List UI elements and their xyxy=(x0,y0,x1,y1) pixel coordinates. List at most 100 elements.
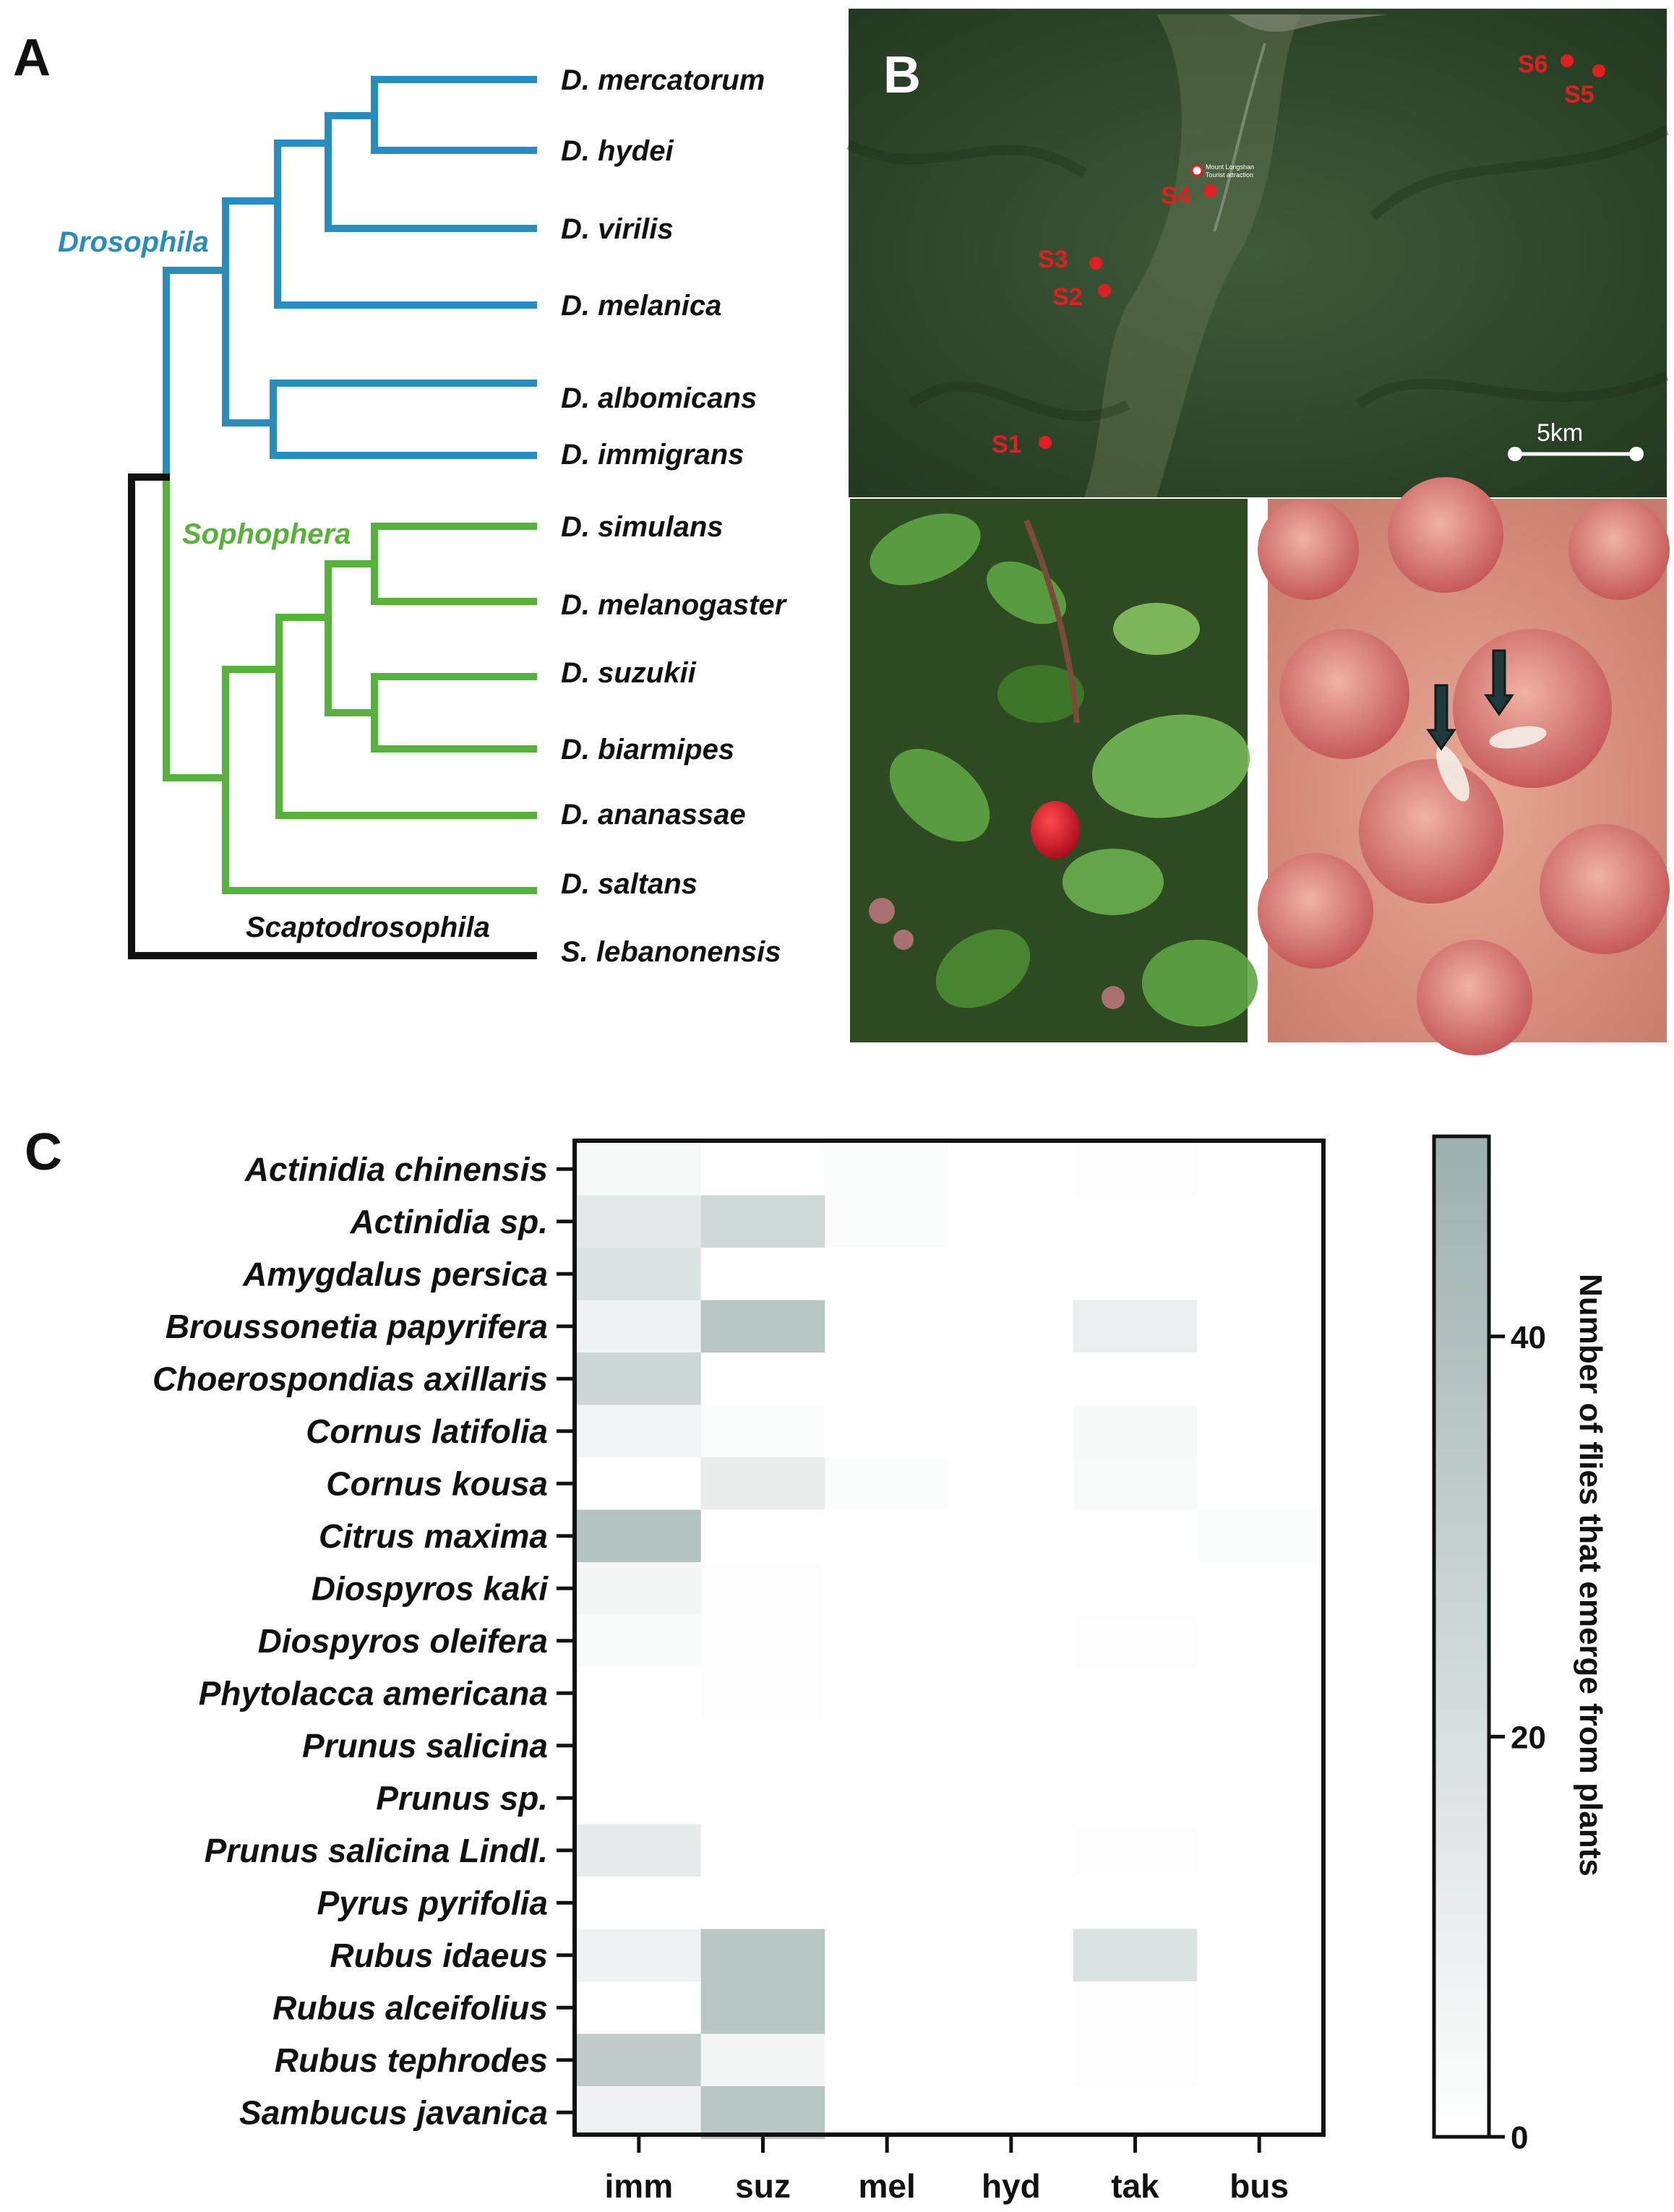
y-tick-label: Rubus alceifolius xyxy=(272,1989,548,2026)
plant-stem xyxy=(1023,519,1080,724)
heatmap-cell xyxy=(700,1719,825,1772)
heatmap-cell xyxy=(1197,2086,1322,2140)
heatmap-cell xyxy=(825,1719,950,1772)
heatmap-cell xyxy=(825,1509,950,1563)
branch-saltans-node xyxy=(222,666,537,894)
site-marker-s1 xyxy=(1039,436,1052,449)
heatmap-cell xyxy=(825,1143,950,1196)
site-markers: S1 S2 S3 S4 S5 S6 xyxy=(992,51,1605,458)
satellite-map: Mount Longshan Tourist attraction S1 S2 … xyxy=(846,9,1670,497)
heatmap-cell xyxy=(949,1353,1074,1406)
heatmap-cell xyxy=(825,2086,950,2140)
heatmap-cell xyxy=(577,1667,702,1720)
heatmap-cell xyxy=(949,1719,1074,1772)
clade-label-drosophila: Drosophila xyxy=(58,226,209,258)
heatmap-cell xyxy=(700,1981,825,2035)
site-label-s2: S2 xyxy=(1052,283,1083,311)
y-tick-label: Broussonetia papyrifera xyxy=(166,1308,548,1345)
sophophera-branches xyxy=(163,473,537,894)
heatmap-cell xyxy=(1197,1614,1322,1668)
heatmap-cell xyxy=(700,1353,825,1406)
x-tick-label: tak xyxy=(1111,2167,1159,2205)
heatmap-cell xyxy=(700,1300,825,1353)
heatmap-cell xyxy=(1073,1981,1198,2035)
y-tick-label: Sambucus javanica xyxy=(239,2093,548,2131)
site-label-s6: S6 xyxy=(1518,51,1548,78)
heatmap-frame xyxy=(572,1139,1326,2137)
x-tick-label: bus xyxy=(1229,2167,1289,2205)
panel-label-a: A xyxy=(13,29,51,87)
branch-root xyxy=(128,473,537,959)
heatmap-cell xyxy=(949,1405,1074,1458)
heatmap-cell xyxy=(825,1562,950,1616)
heatmap-cell xyxy=(1197,1457,1322,1511)
y-tick-label: Diospyros kaki xyxy=(312,1569,549,1607)
site-marker-s6 xyxy=(1561,54,1574,67)
map-river xyxy=(1213,43,1266,232)
heatmap-cell xyxy=(1073,1614,1198,1668)
heatmap-cell xyxy=(700,1667,825,1720)
y-tick-label: Choerospondias axillaris xyxy=(153,1360,548,1397)
heatmap-cell xyxy=(949,1300,1074,1353)
taxon-label: D. ananassae xyxy=(561,799,746,831)
heatmap-cell xyxy=(1197,1772,1322,1825)
panel-b: Mount Longshan Tourist attraction S1 S2 … xyxy=(846,9,1670,1055)
heatmap-cell xyxy=(1073,1195,1198,1248)
y-tick-label: Citrus maxima xyxy=(319,1517,548,1555)
taxon-label: D. suzukii xyxy=(561,657,697,689)
heatmap-cell xyxy=(949,1824,1074,1877)
heatmap-cell xyxy=(1197,1353,1322,1406)
map-valley xyxy=(1084,14,1301,497)
taxon-label: D. immigrans xyxy=(561,439,744,471)
heatmap-cell xyxy=(825,1772,950,1825)
heatmap-cell xyxy=(577,1195,702,1248)
colorbar-tick-label: 40 xyxy=(1511,1320,1546,1355)
heatmap-cell xyxy=(577,1824,702,1877)
heatmap-cell xyxy=(577,1929,702,1982)
poi-marker-icon xyxy=(1190,164,1203,177)
colorbar-tick-label: 0 xyxy=(1511,2120,1528,2156)
heatmap-cell xyxy=(1197,2033,1322,2087)
branch-albomicans-immigrans xyxy=(270,380,537,459)
heatmap-cell xyxy=(825,1981,950,2035)
x-tick-label: suz xyxy=(735,2167,791,2205)
heatmap-cell xyxy=(577,1353,702,1406)
heatmap-cell xyxy=(577,1300,702,1353)
heatmap-cell xyxy=(1197,1929,1322,1982)
taxon-label: D. virilis xyxy=(561,213,674,245)
heatmap-cell xyxy=(700,1405,825,1458)
heatmap-cell xyxy=(825,1824,950,1877)
heatmap-cell xyxy=(1073,1509,1198,1563)
heatmap-cell xyxy=(1197,1143,1322,1196)
panel-label-c: C xyxy=(25,1123,62,1181)
heatmap-cell xyxy=(825,1195,950,1248)
heatmap-cell xyxy=(700,1877,825,1930)
heatmap-cell xyxy=(949,1981,1074,2035)
heatmap-cell xyxy=(577,2033,702,2087)
heatmap-cell xyxy=(825,1405,950,1458)
heatmap-cell xyxy=(1197,1562,1322,1616)
heatmap-cell xyxy=(1073,1772,1198,1825)
down-arrow-icon xyxy=(1484,649,1514,716)
heatmap-cell xyxy=(1197,1824,1322,1877)
branch-suzukii-biarmipes xyxy=(371,673,537,753)
heatmap-cell xyxy=(1073,1143,1198,1196)
site-label-s5: S5 xyxy=(1564,81,1594,108)
plant-flowers xyxy=(869,898,1125,1009)
heatmap-cell xyxy=(577,1457,702,1511)
branch-virilis-node xyxy=(325,112,537,232)
heatmap-cell xyxy=(1197,1300,1322,1353)
heatmap-cell xyxy=(825,2033,950,2087)
branch-drosophila-group xyxy=(222,197,281,426)
heatmap-cell xyxy=(577,1562,702,1616)
heatmap-cell xyxy=(1073,2086,1198,2140)
site-marker-s2 xyxy=(1098,284,1111,297)
x-tick-label: hyd xyxy=(982,2167,1041,2205)
heatmap-cell xyxy=(1073,1667,1198,1720)
heatmap-cell xyxy=(577,1772,702,1825)
branch-simulans-melanogaster xyxy=(371,523,537,605)
larva xyxy=(1489,726,1547,749)
